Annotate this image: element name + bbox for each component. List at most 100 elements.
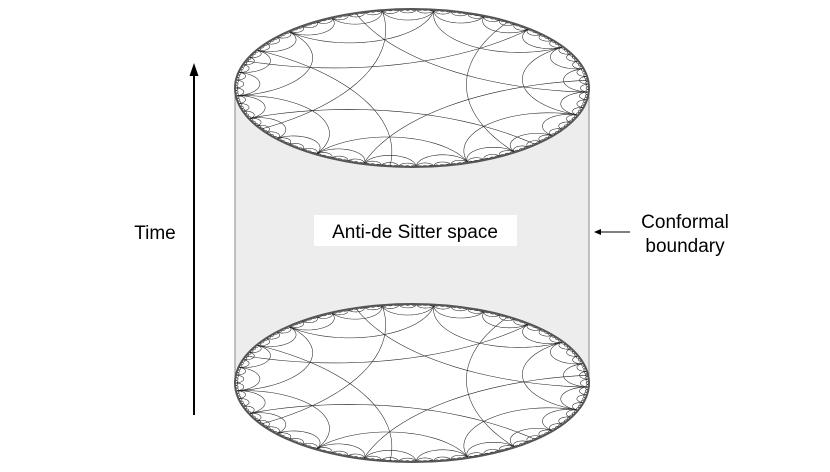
- tiling-geodesic: [560, 386, 589, 411]
- tiling-geodesic: [483, 310, 501, 317]
- tiling-geodesic: [248, 49, 262, 58]
- tiling-geodesic: [576, 99, 588, 108]
- tiling-geodesic: [245, 323, 530, 364]
- tiling-geodesic: [242, 110, 255, 119]
- tiling-geodesic: [571, 350, 577, 354]
- tiling-geodesic: [584, 94, 589, 98]
- tiling-geodesic: [558, 423, 564, 427]
- tiling-geodesic: [584, 389, 589, 393]
- tiling-geodesic: [572, 107, 584, 116]
- tiling-geodesic: [415, 162, 435, 167]
- tiling-geodesic: [569, 348, 575, 352]
- tiling-geodesic: [235, 79, 245, 89]
- tiling-geodesic: [259, 45, 265, 49]
- tiling-geodesic: [248, 117, 287, 139]
- tiling-geodesic: [235, 71, 246, 81]
- tiling-geodesic: [583, 394, 588, 398]
- tiling-geodesic: [542, 409, 579, 432]
- tiling-geodesic: [542, 114, 579, 137]
- tiling-geodesic: [483, 154, 501, 161]
- tiling-geodesic: [526, 323, 542, 331]
- tiling-geodesic: [569, 53, 575, 57]
- tiling-geodesic: [363, 155, 417, 167]
- tiling-geodesic: [521, 46, 579, 116]
- tiling-geodesic: [301, 316, 318, 323]
- tiling-geodesic: [566, 121, 572, 125]
- tiling-geodesic: [235, 390, 246, 399]
- tiling-geodesic: [538, 429, 554, 438]
- tiling-geodesic: [513, 318, 530, 326]
- tiling-geodesic: [288, 17, 335, 36]
- tiling-geodesic: [433, 9, 486, 24]
- tiling-geodesic: [466, 441, 516, 459]
- tiling-geodesic: [239, 105, 244, 109]
- tiling-geodesic: [571, 412, 577, 416]
- tiling-geodesic: [235, 95, 246, 104]
- tiling-geodesic: [558, 416, 572, 425]
- tiling-geodesic: [237, 395, 242, 399]
- tiling-geodesic: [331, 14, 349, 21]
- tiling-geodesic: [416, 304, 435, 309]
- tiling-geodesic: [398, 162, 417, 167]
- tiling-geodesic: [538, 329, 554, 337]
- tiling-geodesic: [238, 103, 250, 112]
- tiling-geodesic: [242, 356, 247, 360]
- tiling-geodesic: [584, 76, 588, 80]
- tiling-geodesic: [248, 413, 262, 421]
- tiling-geodesic: [355, 12, 589, 93]
- tiling-geodesic: [466, 316, 515, 448]
- tiling-geodesic: [236, 74, 241, 78]
- tiling-geodesic: [235, 85, 239, 89]
- tiling-geodesic: [576, 355, 581, 359]
- tiling-geodesic: [571, 55, 577, 59]
- tiling-geodesic: [433, 161, 452, 167]
- tiling-geodesic: [576, 407, 581, 411]
- tiling-geodesic: [549, 128, 564, 137]
- tiling-geodesic: [463, 407, 579, 459]
- tiling-geodesic: [566, 53, 579, 62]
- tiling-geodesic: [576, 68, 588, 77]
- tiling-geodesic: [509, 133, 554, 153]
- tiling-geodesic: [238, 344, 271, 368]
- tiling-geodesic: [315, 136, 469, 164]
- tiling-geodesic: [513, 145, 530, 153]
- tiling-geodesic: [526, 28, 542, 36]
- tiling-geodesic: [315, 443, 366, 460]
- tiling-geodesic: [251, 347, 256, 351]
- tiling-geodesic: [433, 304, 486, 319]
- tiling-geodesic: [451, 305, 469, 312]
- bottom-disk: [234, 303, 590, 463]
- time-label: Time: [134, 223, 176, 244]
- tiling-geodesic: [549, 335, 564, 343]
- tiling-geodesic: [235, 377, 239, 381]
- tiling-geodesic: [238, 64, 250, 73]
- tiling-geodesic: [248, 118, 262, 126]
- tiling-geodesic: [276, 432, 292, 440]
- boundary-pointer-arrow: [594, 229, 630, 235]
- tiling-geodesic: [398, 457, 417, 462]
- tiling-geodesic: [585, 378, 589, 383]
- tiling-geodesic: [236, 98, 241, 102]
- tiling-geodesic: [363, 455, 382, 461]
- tiling-geodesic: [241, 108, 246, 112]
- tiling-geodesic: [579, 107, 584, 111]
- tiling-geodesic: [253, 122, 259, 126]
- boundary-label-line1: Conformal: [641, 212, 729, 233]
- tiling-geodesic: [566, 114, 579, 123]
- tiling-geodesic: [363, 450, 417, 462]
- tiling-geodesic: [235, 382, 245, 392]
- tiling-geodesic: [566, 416, 572, 420]
- tiling-geodesic: [572, 355, 584, 364]
- tiling-geodesic: [239, 400, 244, 404]
- tiling-geodesic: [398, 304, 417, 309]
- tiling-geodesic: [235, 380, 239, 384]
- tiling-geodesic: [561, 46, 567, 50]
- tiling-geodesic: [235, 31, 313, 97]
- tiling-geodesic: [577, 63, 583, 67]
- tiling-geodesic: [572, 402, 584, 411]
- tiling-geodesic: [564, 343, 569, 347]
- tiling-geodesic: [235, 366, 261, 392]
- tiling-geodesic: [276, 31, 292, 39]
- tiling-geodesic: [585, 83, 589, 88]
